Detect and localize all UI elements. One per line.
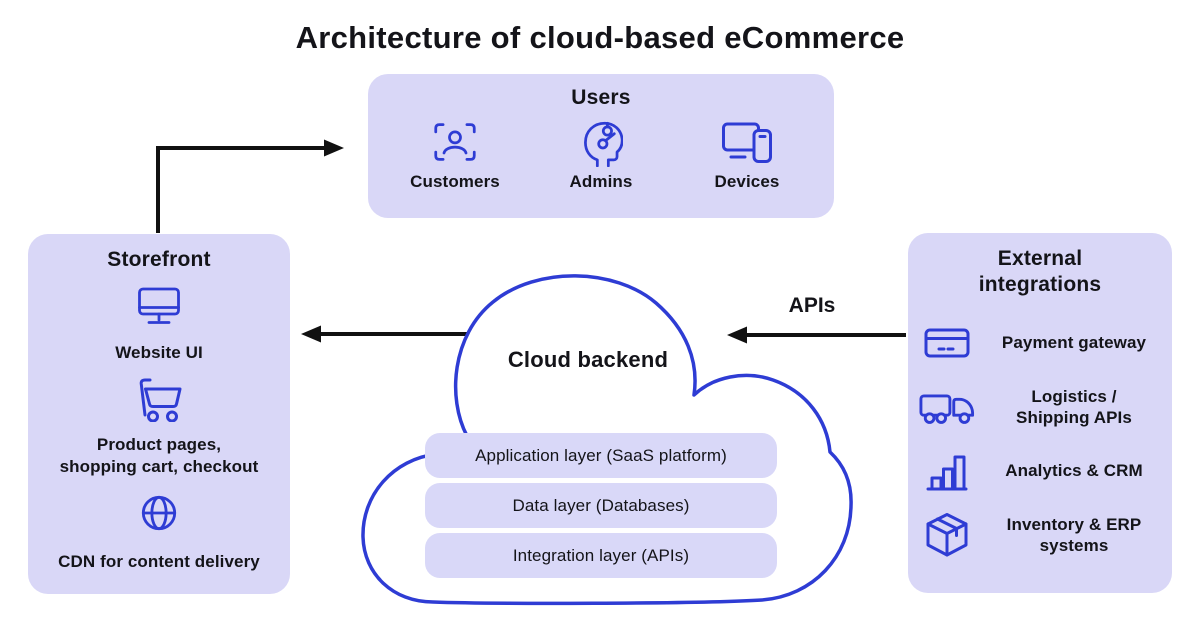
users-item-devices: Devices: [674, 115, 820, 192]
data-layer-pill: Data layer (Databases): [425, 483, 777, 528]
cloud-backend-title: Cloud backend: [507, 347, 669, 372]
inventory-erp-label: Inventory & ERP systems: [1006, 514, 1142, 555]
devices-icon: [722, 122, 772, 163]
external-items: Payment gateway Logistics / Shipping API…: [908, 311, 1172, 567]
cloud-to-storefront-arrow: [301, 325, 478, 343]
external-item-inventory: Inventory & ERP systems: [908, 503, 1172, 567]
payment-card-icon: [924, 328, 970, 358]
users-item-customers: Customers: [382, 115, 528, 192]
package-box-icon: [926, 513, 968, 557]
external-to-cloud-arrow: [727, 326, 906, 344]
storefront-panel: Storefront Website UI Product pages, sho…: [28, 234, 290, 594]
customers-label: Customers: [410, 172, 500, 191]
users-panel: Users Customers: [368, 74, 834, 218]
external-integrations-panel: External integrations Payment gateway: [908, 233, 1172, 593]
bar-chart-icon: [926, 455, 968, 491]
external-panel-title: External integrations: [978, 247, 1102, 296]
shopping-cart-icon: [139, 378, 182, 423]
admins-icon: [584, 121, 623, 167]
external-item-analytics: Analytics & CRM: [908, 439, 1172, 503]
devices-label: Devices: [714, 172, 780, 191]
external-item-logistics: Logistics / Shipping APIs: [908, 375, 1172, 439]
page-title: Architecture of cloud-based eCommerce: [295, 20, 905, 55]
arrowhead-right-icon: [324, 139, 344, 157]
arrowhead-left-icon: [727, 326, 747, 344]
apis-arrow-label: APIs: [788, 294, 836, 317]
external-item-payment: Payment gateway: [908, 311, 1172, 375]
website-ui-label: Website UI: [115, 343, 203, 362]
admins-label: Admins: [569, 172, 633, 191]
storefront-to-users-arrow: [156, 139, 344, 233]
logistics-label: Logistics / Shipping APIs: [1016, 386, 1132, 427]
analytics-crm-label: Analytics & CRM: [1005, 461, 1143, 481]
arrowhead-left-icon: [301, 325, 321, 343]
cdn-label: CDN for content delivery: [58, 551, 260, 571]
users-items-row: Customers Admins: [368, 115, 834, 192]
users-item-admins: Admins: [528, 115, 674, 192]
customers-icon: [434, 123, 476, 161]
users-panel-title: Users: [571, 86, 631, 109]
globe-icon: [141, 495, 177, 530]
integration-layer-pill: Integration layer (APIs): [425, 533, 777, 578]
application-layer-pill: Application layer (SaaS platform): [425, 433, 777, 478]
monitor-icon: [138, 287, 180, 324]
product-pages-label: Product pages, shopping cart, checkout: [59, 435, 259, 476]
truck-icon: [919, 393, 975, 424]
storefront-panel-title: Storefront: [107, 248, 211, 271]
payment-gateway-label: Payment gateway: [1001, 333, 1147, 353]
